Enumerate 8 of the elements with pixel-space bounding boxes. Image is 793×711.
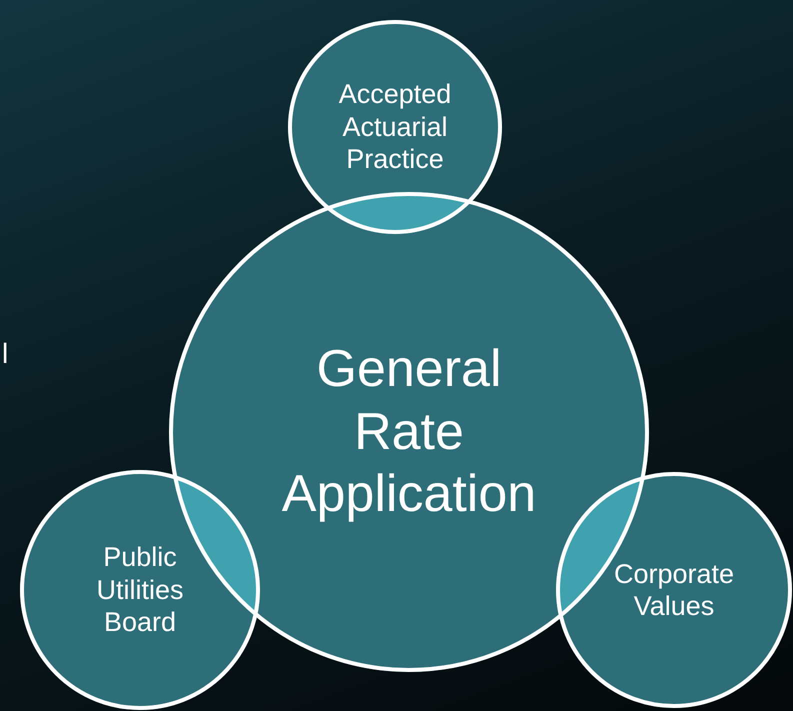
circle-label: Corporate Values: [612, 558, 736, 622]
circle-node: [288, 20, 502, 234]
cut-off-text: l: [2, 338, 8, 370]
circle-label: Public Utilities Board: [95, 541, 184, 639]
circle-node: [556, 472, 792, 708]
circle-node: [20, 470, 260, 710]
circle-label: Accepted Actuarial Practice: [338, 78, 452, 176]
circle-label: General Rate Application: [280, 339, 538, 526]
